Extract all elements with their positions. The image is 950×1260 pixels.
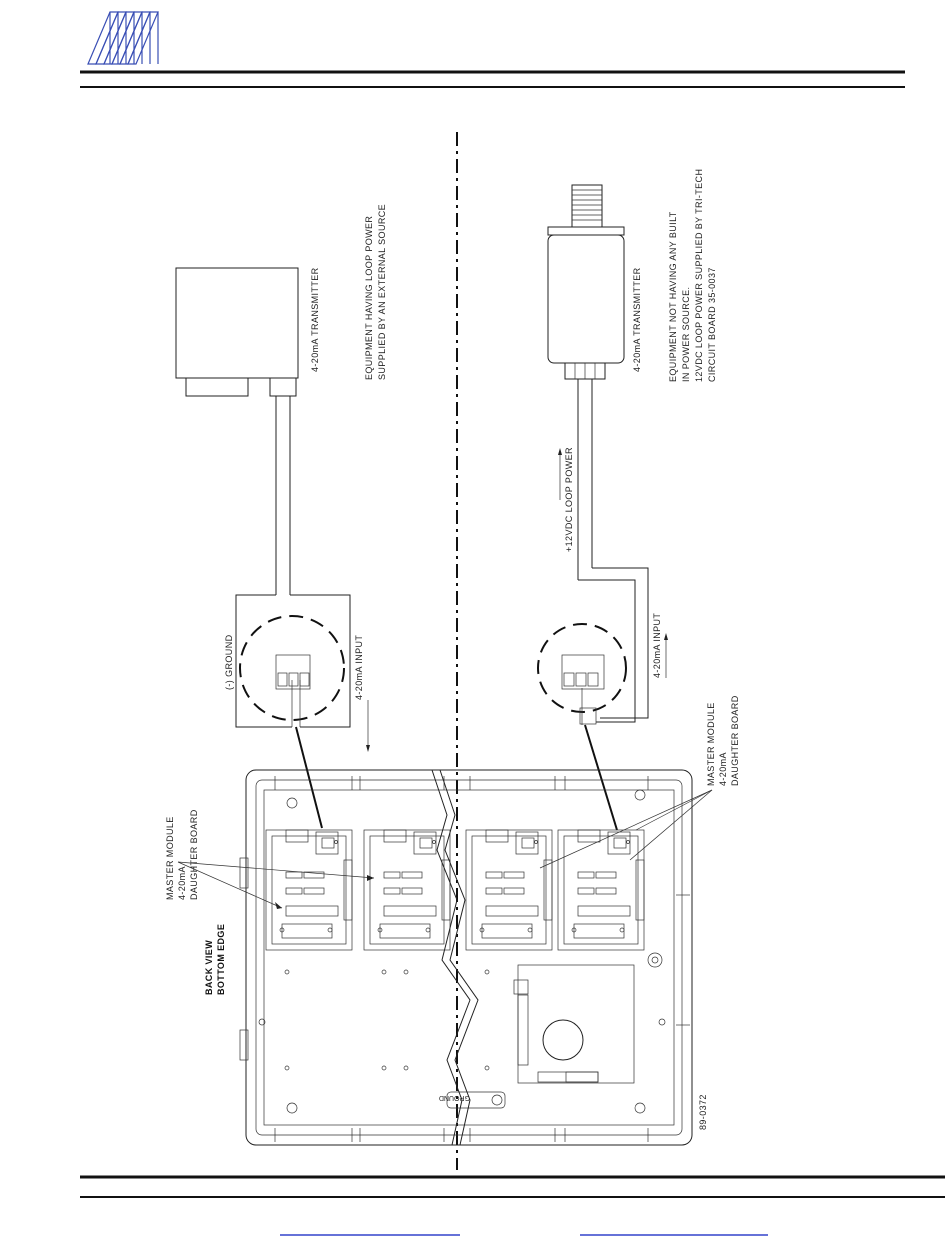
right-note-line4: CIRCUIT BOARD 35-0037 xyxy=(707,267,717,382)
drawing-number: 89-0372 xyxy=(698,1094,708,1130)
left-transmitter: 4-20mA TRANSMITTER xyxy=(175,267,320,397)
left-junction-box: (-) GROUND 4-20mA INPUT xyxy=(224,594,370,752)
right-note-line1: EQUIPMENT NOT HAVING ANY BUILT xyxy=(668,211,678,382)
callout-left-line1: MASTER MODULE xyxy=(165,816,175,900)
ground-tag-label: GROUND xyxy=(439,1094,470,1101)
callout-right-line1: MASTER MODULE xyxy=(706,702,716,786)
right-transmitter: 4-20mA TRANSMITTER xyxy=(547,184,642,380)
left-ground-label: (-) GROUND xyxy=(224,634,234,690)
callout-right-line3: DAUGHTER BOARD xyxy=(730,695,740,786)
callout-left-line3: DAUGHTER BOARD xyxy=(189,809,199,900)
left-note-line1: EQUIPMENT HAVING LOOP POWER xyxy=(364,216,374,380)
left-transmitter-label: 4-20mA TRANSMITTER xyxy=(310,267,320,372)
right-transmitter-label: 4-20mA TRANSMITTER xyxy=(632,267,642,372)
enclosure-back-view: GROUND xyxy=(239,769,693,1146)
right-note-line3: 12VDC LOOP POWER SUPPLIED BY TRI-TECH xyxy=(694,169,704,382)
company-logo-icon xyxy=(87,11,159,65)
callout-right-line2: 4-20mA xyxy=(718,752,728,786)
left-input-label: 4-20mA INPUT xyxy=(354,635,364,700)
left-note-line2: SUPPLIED BY AN EXTERNAL SOURCE xyxy=(377,204,387,380)
right-loop-power-label: +12VDC LOOP POWER xyxy=(564,447,574,552)
right-input-label: 4-20mA INPUT xyxy=(652,613,662,678)
view-label-line1: BACK VIEW xyxy=(204,940,214,995)
callout-left-line2: 4-20mA xyxy=(177,866,187,900)
right-junction-circle: 4-20mA INPUT xyxy=(537,613,668,725)
right-note-line2: IN POWER SOURCE. xyxy=(681,287,691,382)
view-label-line2: BOTTOM EDGE xyxy=(216,924,226,995)
